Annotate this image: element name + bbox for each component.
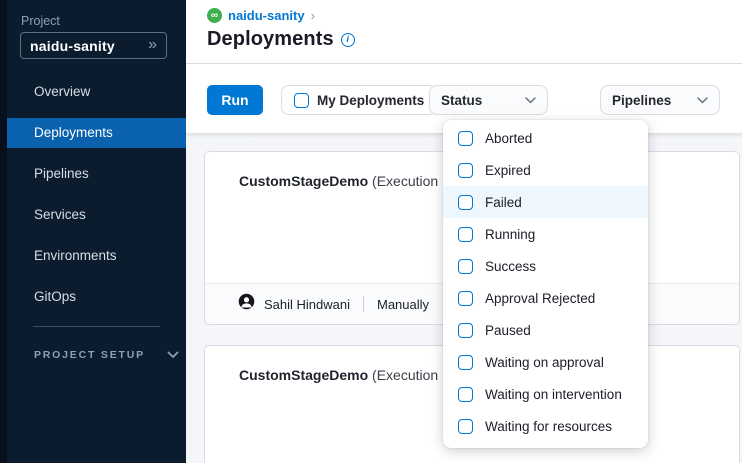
chevron-down-icon bbox=[167, 351, 179, 359]
breadcrumb: ∞ naidu-sanity › bbox=[207, 8, 315, 23]
sidebar-item-overview[interactable]: Overview bbox=[34, 84, 91, 99]
checkbox[interactable] bbox=[458, 162, 473, 178]
sidebar-item-pipelines[interactable]: Pipelines bbox=[34, 166, 89, 181]
pipelines-filter-dropdown[interactable]: Pipelines bbox=[600, 85, 720, 115]
status-dropdown-menu: Aborted Expired Failed Running Success A… bbox=[443, 120, 648, 448]
status-filter-label: Status bbox=[441, 92, 483, 108]
my-deployments-checkbox[interactable] bbox=[294, 92, 309, 108]
divider bbox=[363, 296, 364, 312]
project-label: Project bbox=[21, 14, 60, 28]
checkbox[interactable] bbox=[458, 386, 473, 402]
execution-title: CustomStageDemo (Execution Id bbox=[239, 367, 454, 383]
checkbox[interactable] bbox=[458, 290, 473, 306]
checkbox[interactable] bbox=[458, 194, 473, 210]
option-label: Paused bbox=[485, 322, 531, 338]
sidebar-nav: Overview Deployments Pipelines Services … bbox=[7, 77, 186, 323]
checkbox[interactable] bbox=[458, 418, 473, 434]
sidebar-item-environments[interactable]: Environments bbox=[34, 248, 117, 263]
page-title: Deployments bbox=[207, 28, 334, 50]
status-option-waiting-on-approval[interactable]: Waiting on approval bbox=[443, 346, 648, 378]
status-option-waiting-for-resources[interactable]: Waiting for resources bbox=[443, 410, 648, 442]
execution-id-text: (Execution Id bbox=[372, 367, 454, 383]
toolbar: Run My Deployments Status Pipelines bbox=[186, 64, 742, 133]
option-label: Waiting on approval bbox=[485, 354, 604, 370]
option-label: Approval Rejected bbox=[485, 290, 596, 306]
chevron-down-icon bbox=[525, 96, 536, 104]
status-option-failed[interactable]: Failed bbox=[443, 186, 648, 218]
execution-id-text: (Execution Id bbox=[372, 173, 454, 189]
run-button[interactable]: Run bbox=[207, 85, 263, 115]
checkbox[interactable] bbox=[458, 322, 473, 338]
pipelines-filter-label: Pipelines bbox=[612, 92, 672, 108]
execution-title: CustomStageDemo (Execution Id bbox=[239, 173, 454, 189]
status-option-expired[interactable]: Expired bbox=[443, 154, 648, 186]
triggered-by: Sahil Hindwani bbox=[264, 296, 350, 312]
option-label: Expired bbox=[485, 162, 531, 178]
checkbox[interactable] bbox=[458, 258, 473, 274]
trigger-type: Manually bbox=[377, 296, 430, 312]
pipeline-name[interactable]: CustomStageDemo bbox=[239, 367, 369, 383]
chevron-down-icon bbox=[697, 96, 708, 104]
option-label: Success bbox=[485, 258, 537, 274]
sidebar-divider bbox=[33, 326, 160, 327]
project-name: naidu-sanity bbox=[30, 37, 115, 54]
checkbox[interactable] bbox=[458, 354, 473, 370]
status-option-approval-rejected[interactable]: Approval Rejected bbox=[443, 282, 648, 314]
chevron-right-icon: › bbox=[310, 8, 315, 23]
avatar bbox=[238, 293, 255, 315]
checkbox[interactable] bbox=[458, 226, 473, 242]
sidebar-item-deployments[interactable]: Deployments bbox=[7, 118, 186, 148]
status-filter-dropdown[interactable]: Status bbox=[429, 85, 548, 115]
project-setup-label: PROJECT SETUP bbox=[34, 349, 145, 361]
status-option-running[interactable]: Running bbox=[443, 218, 648, 250]
my-deployments-filter[interactable]: My Deployments bbox=[281, 85, 438, 115]
pipeline-name[interactable]: CustomStageDemo bbox=[239, 173, 369, 189]
sidebar-item-gitops[interactable]: GitOps bbox=[34, 289, 77, 304]
my-deployments-label: My Deployments bbox=[317, 92, 425, 108]
project-setup-toggle[interactable]: PROJECT SETUP bbox=[34, 349, 179, 361]
info-icon[interactable]: i bbox=[340, 32, 355, 47]
checkbox[interactable] bbox=[458, 130, 473, 146]
option-label: Waiting on intervention bbox=[485, 386, 622, 402]
project-selector[interactable]: naidu-sanity » bbox=[20, 32, 167, 59]
title-row: Deployments i bbox=[207, 28, 355, 51]
double-chevron-right-icon[interactable]: » bbox=[148, 35, 157, 53]
option-label: Failed bbox=[485, 194, 522, 210]
option-label: Running bbox=[485, 226, 536, 242]
status-option-success[interactable]: Success bbox=[443, 250, 648, 282]
option-label: Aborted bbox=[485, 130, 533, 146]
cd-module-icon: ∞ bbox=[207, 8, 222, 23]
module-nav-strip bbox=[0, 0, 7, 463]
page-header: ∞ naidu-sanity › Deployments i bbox=[186, 0, 742, 64]
status-option-paused[interactable]: Paused bbox=[443, 314, 648, 346]
status-option-aborted[interactable]: Aborted bbox=[443, 122, 648, 154]
breadcrumb-project-link[interactable]: naidu-sanity bbox=[228, 8, 305, 23]
sidebar-item-services[interactable]: Services bbox=[34, 207, 86, 222]
sidebar: Project naidu-sanity » Overview Deployme… bbox=[0, 0, 186, 463]
option-label: Waiting for resources bbox=[485, 418, 613, 434]
status-option-waiting-on-intervention[interactable]: Waiting on intervention bbox=[443, 378, 648, 410]
